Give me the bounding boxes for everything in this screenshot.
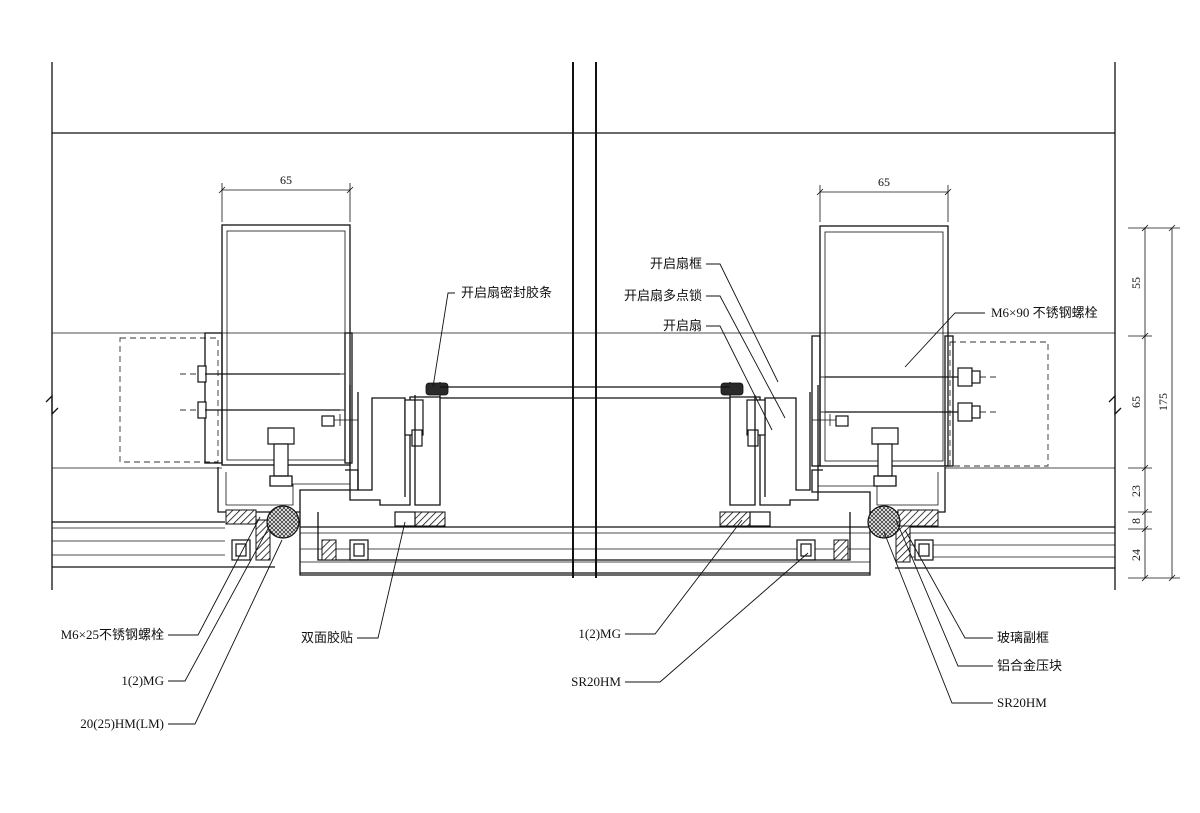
- bolt-icon: [957, 402, 973, 422]
- dim-23-text: 23: [1129, 485, 1143, 497]
- label-mg-center: 1(2)MG: [578, 626, 621, 641]
- structure-lines: [51, 62, 1116, 590]
- label-mg-left: 1(2)MG: [121, 673, 164, 688]
- glass-panel-left: [52, 521, 275, 568]
- leader-lines: [168, 263, 993, 725]
- label-alu-pressure-block: 铝合金压块: [997, 658, 1062, 673]
- left-bolts: [180, 365, 345, 419]
- label-multipoint-lock: 开启扇多点锁: [624, 288, 702, 303]
- sash-frame-left: [321, 382, 449, 506]
- dimension-width-right: 65: [816, 175, 952, 222]
- right-bolts: [820, 367, 1000, 422]
- label-glass-subframe: 玻璃副框: [997, 630, 1049, 645]
- left-embedded-plate: [204, 332, 353, 464]
- right-mullion: [811, 225, 949, 563]
- dim-65-text: 65: [1129, 396, 1143, 408]
- dim-175-text: 175: [1156, 393, 1170, 411]
- label-hm-lm: 20(25)HM(LM): [80, 716, 164, 731]
- label-sash-frame: 开启扇框: [650, 256, 702, 271]
- bolt-icon: [197, 401, 207, 419]
- dim-width-right-text: 65: [878, 175, 890, 189]
- break-mark-left: [45, 394, 59, 416]
- bolt-icon: [957, 367, 973, 387]
- label-bolt-m6x90: M6×90 不锈钢螺栓: [991, 305, 1098, 320]
- label-double-tape: 双面胶贴: [301, 630, 353, 645]
- label-sash: 开启扇: [663, 318, 702, 333]
- dim-55-text: 55: [1129, 277, 1143, 289]
- label-bolt-m6x25: M6×25不锈钢螺栓: [61, 627, 164, 642]
- bolt-icon: [197, 365, 207, 383]
- dim-width-left-text: 65: [280, 173, 292, 187]
- label-seal-strip: 开启扇密封胶条: [461, 285, 552, 300]
- break-mark-right: [1108, 394, 1122, 416]
- left-backer-rod: [266, 505, 300, 539]
- sash-frame-right: [720, 382, 849, 506]
- right-embedded-plate: [811, 335, 954, 467]
- dimension-width-left: 65: [218, 173, 354, 222]
- label-sr20hm-right: SR20HM: [997, 695, 1047, 710]
- label-sr20hm-center: SR20HM: [571, 674, 621, 689]
- dim-24-text: 24: [1129, 549, 1143, 561]
- right-backer-rod: [867, 505, 901, 539]
- glass-panel-right: [895, 526, 1115, 569]
- sash-bottom-tray: [299, 511, 871, 576]
- dim-8-text: 8: [1129, 518, 1143, 524]
- sash-top-bar: [440, 386, 730, 399]
- callout-labels: 开启扇密封胶条 开启扇框 开启扇多点锁 开启扇 M6×90 不锈钢螺栓 M6×2…: [61, 256, 1098, 731]
- dimension-vertical-chain: 55 65 175 23 8 24: [1128, 224, 1180, 582]
- glass-panel-center: [300, 526, 870, 574]
